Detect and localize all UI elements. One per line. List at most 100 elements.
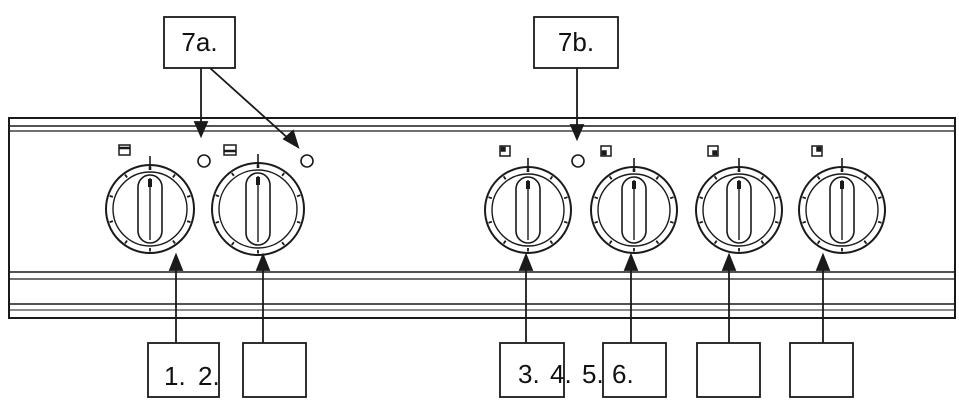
knob-3-tick (488, 220, 493, 224)
knob-3-ring (491, 173, 565, 247)
knob-2-tick (231, 241, 235, 246)
knob-3[interactable] (484, 158, 572, 254)
knob-1-tick (172, 174, 176, 178)
knob-5-tick (699, 220, 704, 224)
oven-lamp-1 (197, 154, 211, 168)
knob-2-tick (296, 194, 301, 198)
knob-1-tick (124, 240, 128, 244)
knob-5-ring (702, 173, 776, 247)
label-box-6 (789, 342, 854, 398)
callout-7a-box (163, 16, 236, 69)
oven-top-heat-icon (118, 144, 131, 156)
knob-4-ring (597, 173, 671, 247)
label-box-2 (242, 342, 307, 398)
knob-label-5: 5. (582, 359, 604, 389)
knob-2-tick (215, 220, 220, 224)
knob-4-tick (655, 240, 660, 245)
knob-6-tick (863, 240, 868, 245)
knob-1[interactable] (105, 156, 195, 254)
knob-label-3: 3. (518, 359, 540, 389)
knob-2-tick (215, 194, 220, 198)
label-box-4 (602, 342, 667, 398)
knob-label-6: 6. (612, 359, 634, 389)
knob-1-tick (124, 174, 128, 178)
knob-2-tick (231, 172, 235, 177)
knob-6-tick (802, 220, 807, 224)
knob-6[interactable] (798, 158, 886, 254)
knob-4-tick (669, 196, 674, 200)
hob-front-right-icon (707, 145, 719, 157)
knob-5-tick (713, 240, 718, 245)
knob-3-tick (563, 220, 568, 224)
knob-6-ring (805, 173, 879, 247)
label-box-3 (499, 342, 565, 398)
knob-2-tick (296, 220, 301, 224)
label-box-1 (147, 342, 220, 398)
knob-4-tick (608, 240, 613, 245)
knob-4[interactable] (590, 158, 678, 254)
knob-6-indicator (840, 181, 844, 189)
knob-1-tick (186, 195, 191, 198)
knob-3-tick (563, 196, 568, 200)
callout-7a: 7a. (163, 16, 236, 69)
knob-6-tick (802, 196, 807, 200)
control-knobs (105, 154, 886, 256)
knob-label-1: 1. (164, 361, 186, 391)
hob-rear-left-icon (499, 145, 511, 157)
knob-4-tick (669, 220, 674, 224)
callout-7b: 7b. (533, 16, 619, 69)
knob-labels: 1. 2. 3. 4. 5. 6. (164, 359, 634, 391)
panel-outline (8, 117, 956, 319)
knob-6-tick (816, 175, 821, 180)
knob-3-tick (549, 240, 554, 245)
callout-7b-box (533, 16, 619, 69)
hob-front-left-icon (600, 145, 612, 157)
oven-function-icon (223, 144, 237, 156)
knob-2-ring (218, 169, 298, 249)
control-panel (8, 117, 956, 319)
callout-arrows-top (193, 67, 585, 149)
knob-1-tick (109, 220, 114, 223)
knob-3-tick (502, 175, 507, 180)
hob-lamp (571, 154, 585, 168)
knob-5-tick (713, 175, 718, 180)
knob-label-boxes (147, 342, 854, 398)
knob-4-tick (594, 196, 599, 200)
knob-6-tick (877, 220, 882, 224)
knob-6-tick (863, 175, 868, 180)
knob-5[interactable] (695, 158, 783, 254)
knob-3-tick (488, 196, 493, 200)
indicator-lamps (197, 154, 585, 168)
label-box-5 (696, 342, 761, 398)
knob-4-tick (608, 175, 613, 180)
knob-4-tick (594, 220, 599, 224)
knob-2-tick (281, 172, 285, 177)
knob-5-tick (760, 240, 765, 245)
oven-lamp-2 (300, 154, 314, 168)
hob-rear-right-icon (811, 145, 823, 157)
knob-6-tick (877, 196, 882, 200)
knob-3-tick (549, 175, 554, 180)
knob-1-ring (112, 171, 188, 247)
arrow-7a-lamp-2 (209, 67, 291, 141)
knob-5-tick (699, 196, 704, 200)
knob-5-tick (760, 175, 765, 180)
knob-2[interactable] (211, 154, 305, 256)
knob-2-tick (281, 241, 285, 246)
knob-1-indicator (148, 179, 152, 187)
knob-icons (118, 144, 823, 157)
knob-label-2: 2. (198, 361, 220, 391)
callout-7a-label: 7a. (181, 27, 217, 57)
knob-5-tick (774, 196, 779, 200)
knob-5-tick (774, 220, 779, 224)
knob-5-indicator (737, 181, 741, 189)
knob-6-tick (816, 240, 821, 245)
callout-7b-label: 7b. (558, 27, 594, 57)
knob-1-tick (172, 240, 176, 244)
knob-1-tick (109, 195, 114, 198)
knob-2-indicator (256, 177, 260, 185)
knob-1-tick (186, 220, 191, 223)
knob-3-tick (502, 240, 507, 245)
callout-arrows-bottom (168, 252, 831, 343)
